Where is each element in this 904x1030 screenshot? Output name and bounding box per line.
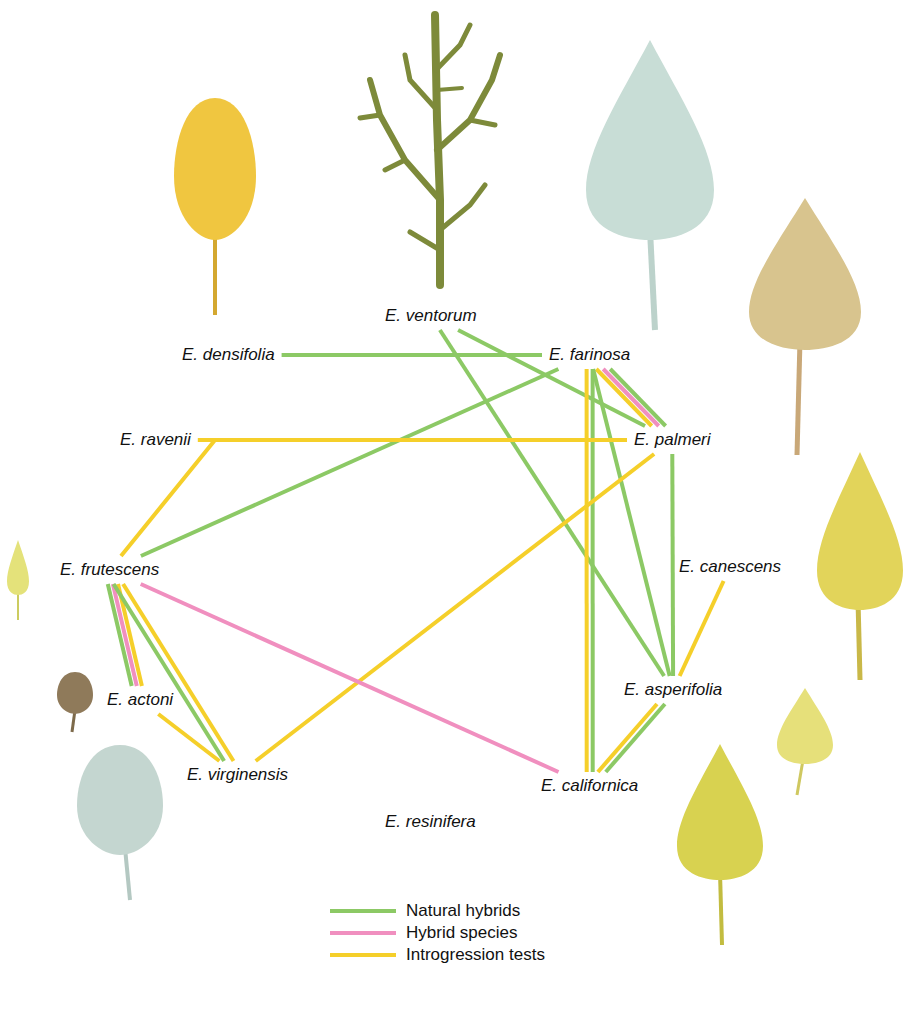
hybrid-link xyxy=(123,584,233,761)
hybrid-link xyxy=(591,369,595,772)
hybrid-link xyxy=(670,454,675,676)
species-label: E. farinosa xyxy=(545,344,634,366)
species-name: E. canescens xyxy=(679,557,781,576)
species-label: E. palmeri xyxy=(630,429,715,451)
hybrid-link xyxy=(114,584,225,761)
hybrid-link xyxy=(256,454,654,761)
hybrid-link xyxy=(680,581,724,676)
legend-swatch xyxy=(330,931,396,935)
hybrid-link xyxy=(121,440,215,556)
hybrid-link xyxy=(440,330,664,676)
species-name: E. asperifolia xyxy=(624,680,722,699)
hybrid-link xyxy=(108,584,132,686)
hybrid-link xyxy=(603,369,659,426)
leaf xyxy=(817,452,903,680)
hybrid-link xyxy=(158,714,219,761)
species-label: E. californica xyxy=(537,775,642,797)
legend-swatch xyxy=(330,909,396,913)
species-label: E. densifolia xyxy=(178,344,279,366)
species-label: E. asperifolia xyxy=(620,679,726,701)
hybrid-link xyxy=(198,438,627,442)
species-name: E. resinifera xyxy=(385,812,476,831)
legend-row: Introgression tests xyxy=(330,944,545,966)
species-label: E. actoni xyxy=(103,689,177,711)
hybrid-link xyxy=(606,704,665,772)
leaf xyxy=(677,744,763,945)
leaf xyxy=(174,98,256,315)
species-name: E. californica xyxy=(541,776,638,795)
species-name: E. palmeri xyxy=(634,430,711,449)
species-name: E. virginensis xyxy=(187,765,288,784)
hybrid-link xyxy=(585,369,589,772)
species-name: E. farinosa xyxy=(549,345,630,364)
leaf xyxy=(586,40,714,330)
species-label: E. ventorum xyxy=(381,305,481,327)
legend-row: Natural hybrids xyxy=(330,900,545,922)
leaf xyxy=(360,15,500,285)
legend-text: Introgression tests xyxy=(406,945,545,965)
species-label: E. canescens xyxy=(675,556,785,578)
legend: Natural hybridsHybrid speciesIntrogressi… xyxy=(330,900,545,966)
hybrid-link xyxy=(141,369,559,556)
leaf xyxy=(777,688,833,795)
hybrid-link xyxy=(593,369,670,676)
legend-text: Hybrid species xyxy=(406,923,518,943)
species-label: E. frutescens xyxy=(56,559,163,581)
species-label: E. resinifera xyxy=(381,811,480,833)
leaf xyxy=(57,672,93,732)
species-label: E. ravenii xyxy=(116,429,195,451)
hybrid-link xyxy=(598,704,657,772)
species-name: E. frutescens xyxy=(60,560,159,579)
species-name: E. ravenii xyxy=(120,430,191,449)
species-name: E. actoni xyxy=(107,690,173,709)
species-name: E. ventorum xyxy=(385,306,477,325)
legend-text: Natural hybrids xyxy=(406,901,520,921)
legend-swatch xyxy=(330,953,396,957)
leaf xyxy=(77,745,163,900)
hybrid-link xyxy=(141,584,559,772)
leaf xyxy=(7,540,29,620)
species-name: E. densifolia xyxy=(182,345,275,364)
leaf xyxy=(749,198,861,455)
species-label: E. virginensis xyxy=(183,764,292,786)
legend-row: Hybrid species xyxy=(330,922,545,944)
hybrid-link xyxy=(610,369,665,426)
